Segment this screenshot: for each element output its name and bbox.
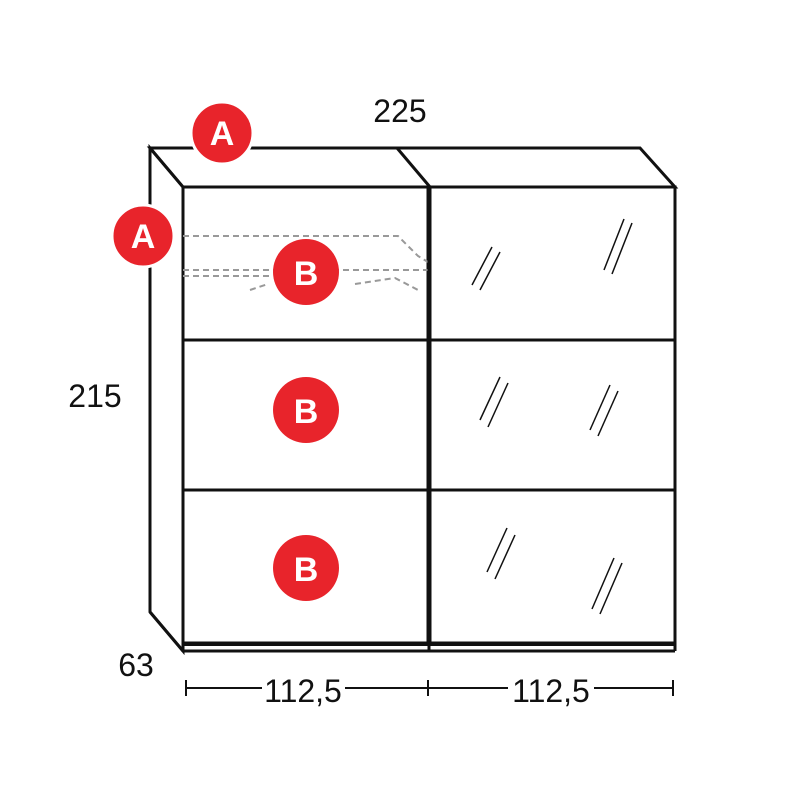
interior-shelf-dashed-lower-4 <box>354 276 419 291</box>
top-face-divider <box>395 147 432 188</box>
glass-reflection-marks <box>471 218 633 615</box>
marker-a-top-label: A <box>210 115 235 153</box>
marker-a-side: A <box>110 203 176 269</box>
dimension-depth: 63 <box>118 647 154 683</box>
bottom-dimension-line <box>185 680 674 696</box>
plinth-corner-edge <box>148 611 185 652</box>
right-door <box>427 185 677 651</box>
wardrobe-carcass <box>146 143 679 656</box>
marker-b-top: B <box>273 239 339 305</box>
right-door-panel <box>428 185 677 645</box>
marker-b-bottom-label: B <box>294 551 319 589</box>
dimension-right-door-width: 112,5 <box>512 673 590 709</box>
dimension-left-door-width: 112,5 <box>264 673 342 709</box>
wardrobe-plinth <box>148 187 677 653</box>
marker-b-bottom: B <box>273 535 339 601</box>
marker-a-top: A <box>189 100 255 166</box>
dimension-width-total: 225 <box>373 93 426 129</box>
interior-shelf-dashed-lower-3 <box>249 283 269 291</box>
marker-b-middle-label: B <box>294 393 319 431</box>
marker-b-middle: B <box>273 377 339 443</box>
dimension-height: 215 <box>68 378 121 414</box>
marker-a-side-label: A <box>131 218 156 256</box>
marker-b-top-label: B <box>294 255 319 293</box>
